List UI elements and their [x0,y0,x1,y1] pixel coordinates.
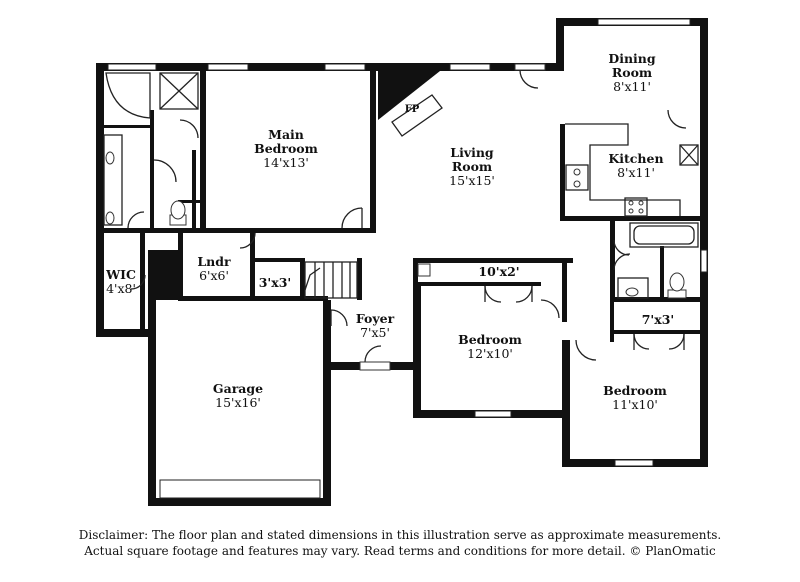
laundry-label: Lndr [197,254,231,269]
disclaimer: Disclaimer: The floor plan and stated di… [0,527,800,559]
dining-room-label-line2: Room [612,65,652,80]
closet-10x2-dims: 10'x2' [478,264,519,279]
fixtures [103,63,699,371]
closet-7x3-dims: 7'x3' [642,312,675,327]
garage-dims: 15'x16' [215,395,261,410]
room-labels: Dining Room 8'x11' Kitchen 8'x11' Main B… [105,51,674,412]
wic-label: WIC [105,267,136,282]
interior-walls [96,71,708,342]
bedroom-3-dims: 11'x10' [612,397,658,412]
living-room-label-line1: Living [450,145,494,160]
dining-room-dims: 8'x11' [613,79,651,94]
kitchen-counters [565,123,699,217]
disclaimer-line-1: Disclaimer: The floor plan and stated di… [78,528,722,542]
laundry-dims: 6'x6' [199,268,229,283]
bedroom-2-dims: 12'x10' [467,346,513,361]
living-room-label-line2: Room [452,159,492,174]
windows [107,18,708,499]
main-bedroom-label-line1: Main [268,127,304,142]
floor-plan: Dining Room 8'x11' Kitchen 8'x11' Main B… [96,18,708,506]
stairs [304,261,358,299]
dining-room-label-line1: Dining [608,51,656,66]
fireplace-label: FP [405,104,420,115]
main-bedroom-label-line2: Bedroom [254,141,318,156]
bedroom-3-label: Bedroom [603,383,667,398]
closet-3x3-dims: 3'x3' [259,275,292,290]
wic-dims: 4'x8' [106,281,136,296]
foyer-label: Foyer [356,311,395,326]
main-bedroom-dims: 14'x13' [263,155,309,170]
garage-label: Garage [213,381,263,396]
living-room-dims: 15'x15' [449,173,495,188]
kitchen-label: Kitchen [608,151,663,166]
kitchen-dims: 8'x11' [617,165,655,180]
disclaimer-line-2: Actual square footage and features may v… [84,544,716,558]
bedroom-2-label: Bedroom [458,332,522,347]
foyer-dims: 7'x5' [360,325,390,340]
